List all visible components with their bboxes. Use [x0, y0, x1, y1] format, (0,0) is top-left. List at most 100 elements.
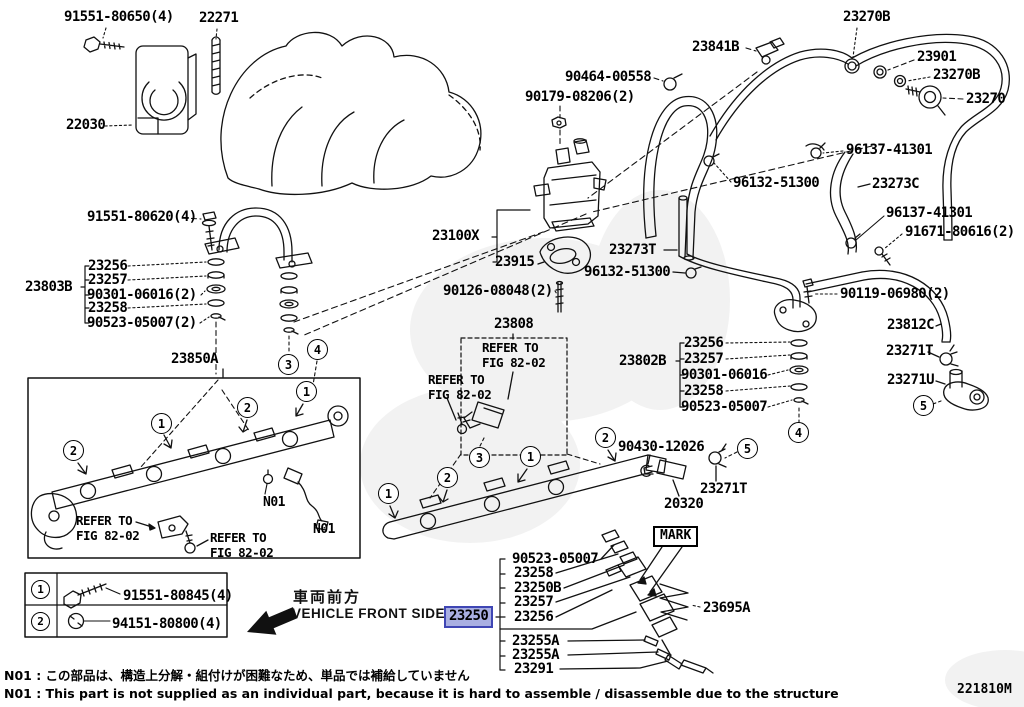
part-label-23291[interactable]: 23291 [514, 661, 554, 677]
part-label-23255A-1[interactable]: 23255A [512, 633, 560, 649]
fuel-pipe-23803B [80, 207, 318, 386]
callout-circle-4-left: 4 [307, 339, 328, 360]
part-label-23915[interactable]: 23915 [495, 254, 535, 270]
part-label-23256-right[interactable]: 23256 [684, 335, 724, 351]
callout-circle-1-rail2-b: 1 [520, 446, 541, 467]
callout-circle-5-clamp: 5 [737, 438, 758, 459]
part-label-91671-80616[interactable]: 91671-80616(2) [905, 224, 1015, 240]
part-label-23270[interactable]: 23270 [966, 91, 1006, 107]
legend-circle-1: 1 [31, 580, 50, 599]
part-label-23802B[interactable]: 23802B [619, 353, 667, 369]
n01-tag-1: N01 [263, 495, 285, 510]
legend-part-91551-80845[interactable]: 91551-80845(4) [123, 588, 233, 604]
doc-code: 221810M [957, 682, 1012, 697]
part-label-23850A[interactable]: 23850A [171, 351, 219, 367]
refer-to-fig-3: FIG 82-02 [482, 355, 546, 370]
part-label-23256-left[interactable]: 23256 [88, 258, 128, 274]
part-label-96137-41301-2[interactable]: 96137-41301 [886, 205, 973, 221]
part-label-23271U[interactable]: 23271U [887, 372, 935, 388]
refer-to-fig-4: FIG 82-02 [428, 387, 492, 402]
refer-to-text-4: REFER TO [428, 372, 485, 387]
bolt-91551-80620 [182, 211, 217, 251]
callout-circle-4-right: 4 [788, 422, 809, 443]
pump-23100X [491, 105, 607, 313]
legend-circle-2: 2 [31, 612, 50, 631]
part-label-23257-bot[interactable]: 23257 [514, 594, 554, 610]
part-label-23270B-2[interactable]: 23270B [933, 67, 981, 83]
part-label-22030[interactable]: 22030 [66, 117, 106, 133]
refer-to-fig-1: FIG 82-02 [76, 528, 140, 543]
part-label-96137-41301-1[interactable]: 96137-41301 [846, 142, 933, 158]
part-label-22271[interactable]: 22271 [199, 10, 239, 26]
part-label-90523-05007-right[interactable]: 90523-05007 [681, 399, 768, 415]
part-label-90301-06016-2[interactable]: 90301-06016(2) [87, 287, 197, 303]
part-label-23271T-right[interactable]: 23271T [886, 343, 934, 359]
part-label-91551-80620[interactable]: 91551-80620(4) [87, 209, 197, 225]
part-label-96132-51300-1[interactable]: 96132-51300 [733, 175, 820, 191]
fuel-rail-box-23850A [27, 368, 361, 559]
part-label-23803B[interactable]: 23803B [25, 279, 73, 295]
watermark [360, 190, 1024, 707]
part-label-20320[interactable]: 20320 [664, 496, 704, 512]
part-label-23271T-mid[interactable]: 23271T [700, 481, 748, 497]
refer-to-text-1: REFER TO [76, 513, 133, 528]
callout-circle-3-left: 3 [278, 354, 299, 375]
callout-circle-2-railbox-b: 2 [237, 397, 258, 418]
part-label-23257-left[interactable]: 23257 [88, 272, 128, 288]
part-label-23841B[interactable]: 23841B [692, 39, 740, 55]
part-label-23255A-2[interactable]: 23255A [512, 647, 560, 663]
part-label-23901[interactable]: 23901 [917, 49, 957, 65]
part-label-96132-51300-2[interactable]: 96132-51300 [584, 264, 671, 280]
legend-table [24, 572, 228, 638]
footnote-japanese: N01 : この部品は、構造上分解・組付けが困難なため、単品では補給していません [4, 668, 470, 683]
part-label-23250-selected[interactable]: 23250 [444, 606, 494, 629]
part-label-23250B[interactable]: 23250B [514, 580, 562, 596]
part-label-23270B-1[interactable]: 23270B [843, 9, 891, 25]
part-label-90179-08206[interactable]: 90179-08206(2) [525, 89, 635, 105]
part-label-90119-06980[interactable]: 90119-06980(2) [840, 286, 950, 302]
sensor-box-23808 [446, 333, 568, 456]
part-label-23695A[interactable]: 23695A [703, 600, 751, 616]
part-label-23257-right[interactable]: 23257 [684, 351, 724, 367]
part-label-23256-bot[interactable]: 23256 [514, 609, 554, 625]
refer-to-text-2: REFER TO [210, 530, 267, 545]
vehicle-front-label-jp: 車両前方 [293, 588, 362, 606]
part-label-90523-05007-bot[interactable]: 90523-05007 [512, 551, 599, 567]
callout-circle-2-railbox-a: 2 [63, 440, 84, 461]
refer-to-fig-2: FIG 82-02 [210, 545, 274, 560]
bolt-91551-80650 [83, 27, 134, 127]
n01-tag-2: N01 [313, 522, 335, 537]
hose-23273C [805, 142, 903, 266]
hose-23812C [805, 269, 989, 411]
part-label-23258-right[interactable]: 23258 [684, 383, 724, 399]
part-label-90523-05007-2[interactable]: 90523-05007(2) [87, 315, 197, 331]
refer-to-text-3: REFER TO [482, 340, 539, 355]
legend-part-94151-80800[interactable]: 94151-80800(4) [112, 616, 222, 632]
part-label-90464-00558[interactable]: 90464-00558 [565, 69, 652, 85]
part-label-90430-12026[interactable]: 90430-12026 [618, 439, 705, 455]
part-label-23273T-1[interactable]: 23273T [609, 242, 657, 258]
vehicle-front-label-en: VEHICLE FRONT SIDE [292, 606, 446, 621]
hoses-top-right [709, 27, 1010, 241]
part-label-90126-08048[interactable]: 90126-08048(2) [443, 283, 553, 299]
vehicle-front-arrow [247, 607, 298, 635]
hose-loop [643, 73, 732, 261]
callout-circle-1-rail2-a: 1 [378, 483, 399, 504]
engine-sketch [220, 31, 482, 196]
part-label-23273C[interactable]: 23273C [872, 176, 920, 192]
part-label-23808[interactable]: 23808 [494, 316, 534, 332]
part-label-23258-bot[interactable]: 23258 [514, 565, 554, 581]
stud-22271 [211, 28, 221, 95]
injector-assembly [495, 529, 714, 674]
callout-circle-5-elbow: 5 [913, 395, 934, 416]
fuel-rail-2 [382, 443, 738, 540]
callout-circle-1-railbox-b: 1 [296, 381, 317, 402]
throttle-body-22030 [135, 45, 197, 135]
part-label-23812C[interactable]: 23812C [887, 317, 935, 333]
part-label-23258-left[interactable]: 23258 [88, 300, 128, 316]
part-label-91551-80650[interactable]: 91551-80650(4) [64, 9, 174, 25]
part-label-90301-06016[interactable]: 90301-06016 [681, 367, 768, 383]
part-label-23100X[interactable]: 23100X [432, 228, 480, 244]
